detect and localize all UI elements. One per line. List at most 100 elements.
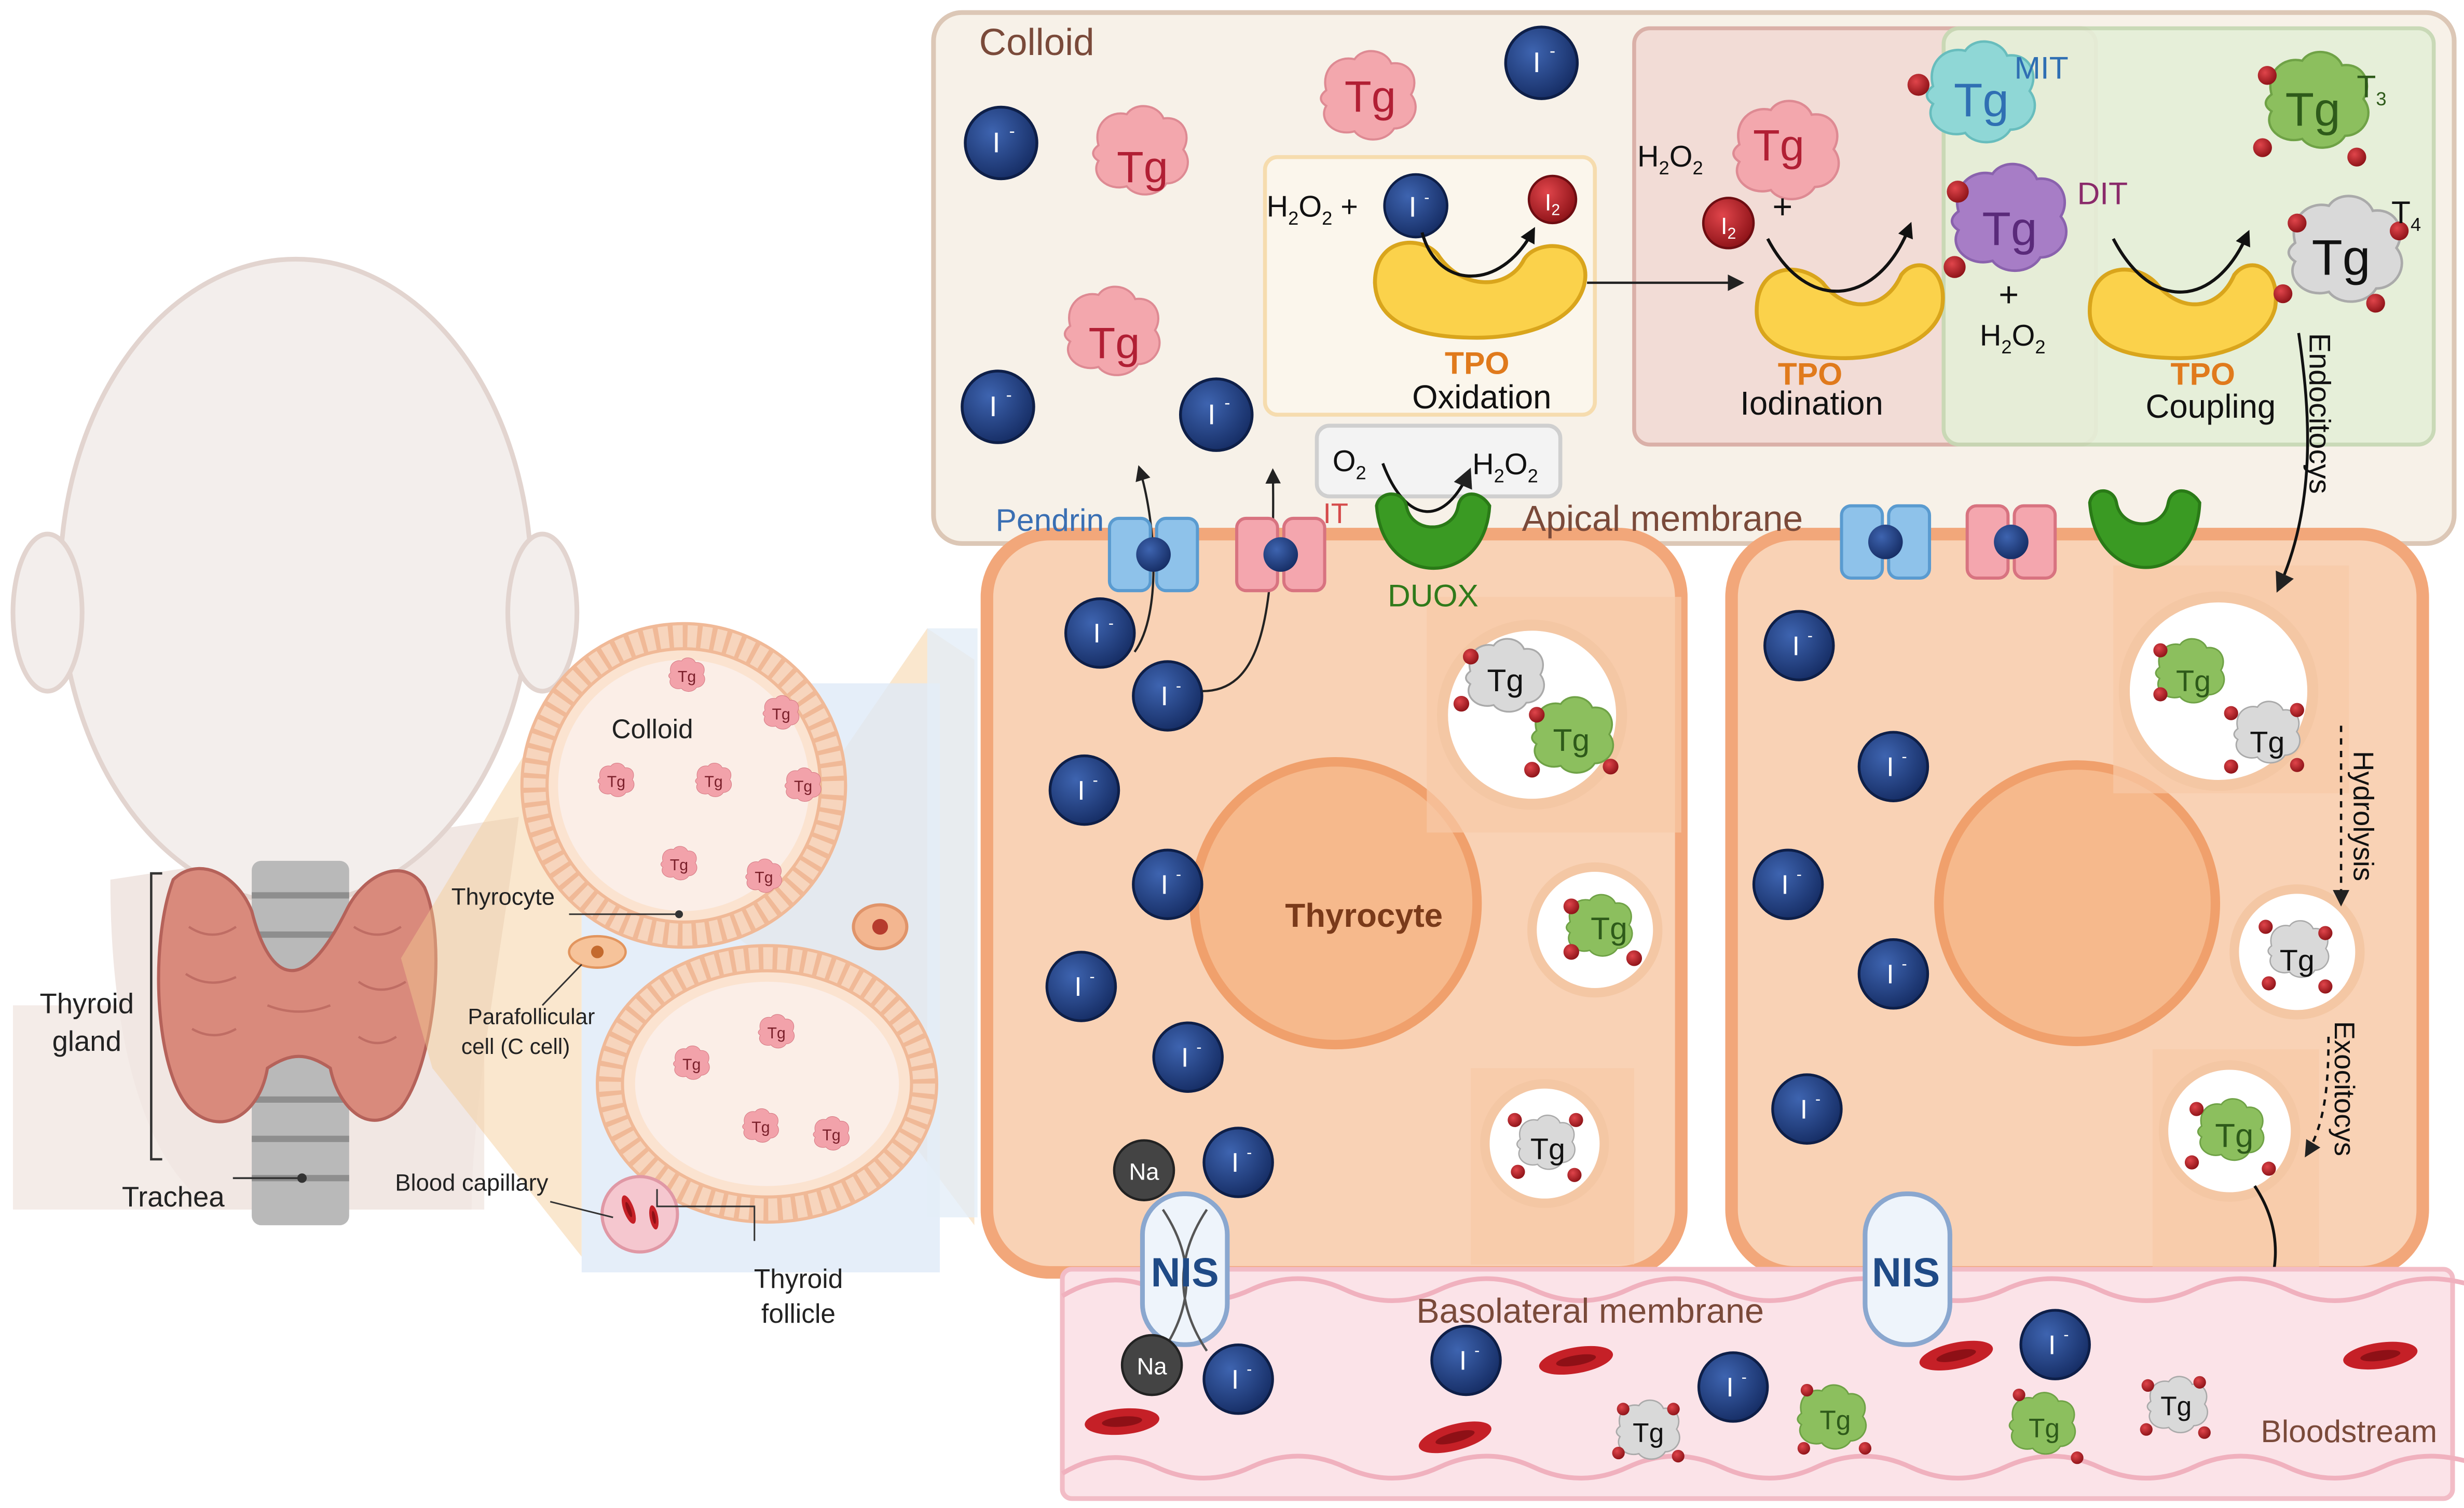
head (58, 256, 534, 906)
svg-text:Tg: Tg (1089, 318, 1140, 367)
svg-text:I: I (1792, 630, 1800, 661)
coupling-tpo (2088, 263, 2278, 360)
svg-text:Tg: Tg (2160, 1391, 2192, 1421)
nis-transporter-right (1863, 1191, 1952, 1347)
trachea-label: Trachea (122, 1181, 225, 1213)
apical-membrane-label: Apical membrane (1522, 498, 1803, 539)
svg-text:Tg: Tg (1954, 74, 2009, 127)
svg-text:Tg: Tg (822, 1127, 840, 1144)
endocytosis-label: Endocitocys (2303, 333, 2336, 494)
svg-text:-: - (1808, 627, 1813, 645)
iodination-label: Iodination (1740, 385, 1883, 422)
parafollicular-label-line2: cell (C cell) (461, 1034, 570, 1059)
svg-text:I: I (1161, 681, 1168, 711)
blood-tg-labels: Tg Tg Tg Tg (1633, 1391, 2192, 1447)
svg-text:-: - (1550, 42, 1555, 61)
svg-text:Tg: Tg (1633, 1418, 1664, 1448)
svg-text:I: I (1886, 751, 1894, 782)
svg-text:I2: I2 (1545, 189, 1560, 219)
svg-text:I: I (1077, 775, 1085, 805)
follicle-tg-labels: Tg Tg Tg Tg Tg Tg Tg Tg Tg Tg Tg (607, 668, 841, 1144)
svg-text:I: I (1231, 1364, 1239, 1394)
exocytosis-label: Exocitocys (2329, 1021, 2360, 1156)
duox-o2: O2 (1333, 445, 1366, 483)
svg-text:Tg: Tg (670, 857, 688, 874)
svg-text:-: - (1009, 121, 1015, 141)
thyrocyte-nucleus-label: Thyrocyte (1285, 897, 1443, 934)
svg-text:I: I (1231, 1147, 1239, 1177)
thyroid-gland-label-line1: Thyroid (39, 988, 134, 1019)
nis-label-left: NIS (1151, 1250, 1219, 1295)
svg-text:-: - (1224, 393, 1230, 413)
svg-text:Tg: Tg (2029, 1413, 2060, 1443)
mit-iodine (1907, 74, 1930, 96)
svg-text:-: - (1196, 1039, 1201, 1056)
parafollicular-label-line1: Parafollicular (468, 1005, 595, 1029)
svg-text:I: I (1074, 971, 1082, 1002)
bloodstream-label: Bloodstream (2261, 1414, 2437, 1449)
thyroid-follicle-lower (596, 944, 938, 1224)
thyroid-gland-label-line2: gland (52, 1025, 121, 1057)
svg-text:Tg: Tg (607, 774, 625, 791)
svg-text:-: - (1797, 866, 1802, 883)
svg-text:I: I (992, 127, 1000, 159)
t4-label: T4 (2391, 195, 2421, 235)
svg-text:Tg: Tg (1819, 1405, 1851, 1435)
thyroid-follicle-label-line1: Thyroid (754, 1264, 843, 1294)
svg-text:Tg: Tg (2285, 84, 2340, 136)
oxidation-i2 (1527, 174, 1578, 225)
iodination-i2 (1702, 197, 1755, 250)
dit-label: DIT (2077, 176, 2128, 211)
pendrin-transporter-left (1107, 516, 1199, 593)
svg-text:Tg: Tg (1591, 911, 1627, 946)
t3-label: T3 (2357, 69, 2386, 109)
right-ear (505, 531, 580, 694)
nis-curve-1 (1161, 1209, 1188, 1352)
oxidation-arrow (1420, 227, 1535, 278)
thyrocyte-label-left: Thyrocyte (451, 884, 555, 910)
svg-text:Tg: Tg (682, 1056, 701, 1073)
iodination-h2o2: H2O2 (1637, 140, 1703, 179)
svg-text:Tg: Tg (751, 1119, 770, 1136)
svg-text:-: - (1902, 956, 1907, 973)
exocytosis-dashed-arrow (2305, 1036, 2330, 1158)
oxidation-tpo (1373, 240, 1587, 340)
duox-arrow (1381, 463, 1472, 513)
pendrin-label: Pendrin (996, 502, 1104, 538)
svg-text:I: I (2048, 1329, 2056, 1360)
svg-text:Tg: Tg (772, 706, 790, 723)
blood-capillary-label: Blood capillary (395, 1170, 548, 1196)
endothelium-bottom (1061, 1454, 2464, 1481)
svg-text:Tg: Tg (1553, 722, 1590, 758)
oxidation-h2o2: H2O2 + (1267, 190, 1358, 229)
blood-capillary (600, 1175, 679, 1254)
iodination-arrow (1766, 222, 1913, 293)
follicle-colloid-label: Colloid (611, 714, 693, 744)
coupling-h2o2: H2O2 (1980, 319, 2046, 358)
iodination-tpo (1755, 263, 1945, 360)
thyroid-bracket (150, 872, 162, 1161)
cell-iodide-labels: I- I- I- I- I- I- I- I- I- I- I- I- I- I… (1074, 615, 2069, 1402)
colloid-tg-labels: Tg Tg Tg Tg (1089, 72, 1804, 367)
svg-text:-: - (1176, 678, 1181, 695)
coupling-tpo-label: TPO (2171, 357, 2235, 392)
thyroid-gland (157, 867, 437, 1123)
svg-text:I: I (1093, 618, 1101, 648)
basolateral-membrane-label: Basolateral membrane (1416, 1292, 1764, 1331)
svg-text:-: - (1090, 968, 1095, 985)
svg-text:I: I (1800, 1094, 1808, 1124)
svg-text:Tg: Tg (1982, 203, 2037, 255)
svg-text:-: - (1176, 866, 1181, 883)
svg-text:Na: Na (1137, 1353, 1168, 1380)
svg-text:-: - (1247, 1361, 1252, 1378)
colloid-iodide-labels: I- I- I- I- I- (989, 42, 1555, 430)
svg-text:I: I (989, 391, 997, 422)
svg-text:Tg: Tg (678, 668, 696, 686)
parafollicular-leader (542, 964, 582, 1006)
capillary-leader (550, 1201, 613, 1218)
thyroid-follicle-label-line2: follicle (761, 1298, 836, 1328)
svg-text:-: - (1815, 1091, 1820, 1108)
svg-text:Tg: Tg (794, 778, 812, 796)
svg-text:Tg: Tg (1530, 1133, 1565, 1166)
svg-text:I: I (1781, 869, 1788, 899)
